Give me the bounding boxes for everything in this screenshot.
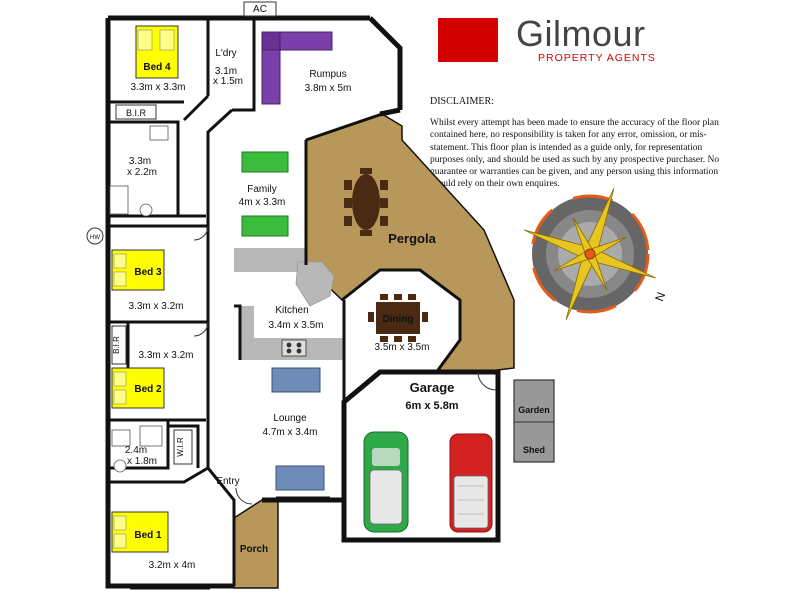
outer-wall-bed1: [105, 468, 234, 589]
car-green: [363, 431, 409, 533]
door-bed2: [193, 321, 209, 337]
rumpus-name: Rumpus: [309, 69, 346, 80]
family-bench: [234, 248, 306, 272]
garage-name: Garage: [410, 380, 455, 395]
outer-wall-rumpus-south: [379, 107, 401, 117]
compass-icon: [524, 188, 656, 320]
wall-kitchen-north: [234, 304, 242, 360]
wall-hall-diag-2: [206, 108, 234, 226]
dining-size: 3.5m x 3.5m: [374, 342, 429, 353]
bath-fixtures: [109, 125, 169, 473]
bed3-size: 3.3m x 3.2m: [128, 301, 183, 312]
hws-label: HW: [90, 235, 100, 241]
shed-label: Shed: [523, 445, 545, 455]
garden-shed-box: [513, 379, 555, 463]
hws-unit: [86, 227, 104, 245]
brand-subtitle: PROPERTY AGENTS: [538, 52, 656, 64]
family-name: Family: [247, 184, 276, 195]
bed-1: [111, 511, 169, 553]
car-red: [449, 433, 493, 533]
disclaimer-title: DISCLAIMER:: [430, 96, 494, 107]
wall-bed1-north: [108, 466, 209, 484]
wall-rumpus-diag: [305, 112, 383, 142]
wall-ensuite: [108, 420, 170, 470]
outer-wall-rumpus-ne: [368, 16, 403, 110]
rumpus-sofa: [261, 31, 333, 105]
bir-top-label: B.I.R: [126, 108, 147, 118]
family-size: 4m x 3.3m: [239, 197, 286, 208]
wall-laundry-east: [232, 18, 256, 112]
wall-bir-south: [108, 120, 180, 216]
bed4-name: Bed 4: [143, 62, 171, 73]
wir-label: W.I.R: [176, 437, 185, 457]
wall-dining: [341, 268, 462, 371]
entry-name: Entry: [216, 476, 239, 487]
ensuite-size-w: 2.4m: [125, 445, 147, 456]
lounge-size: 4.7m x 3.4m: [262, 427, 317, 438]
wall-wir: [168, 424, 200, 468]
garage-size: 6m x 5.8m: [405, 400, 458, 412]
bed4-size: 3.3m x 3.3m: [130, 82, 185, 93]
garden-label: Garden: [518, 405, 550, 415]
kitchen-name: Kitchen: [275, 305, 308, 316]
bed-3: [111, 249, 165, 291]
brand-logo-block: [438, 18, 498, 62]
kitchen-bench-corner: [295, 261, 335, 307]
family-sofa-bottom: [241, 215, 289, 237]
ac-unit: [243, 1, 277, 17]
door-garage: [477, 371, 497, 391]
lounge-sofa-top: [271, 367, 321, 393]
family-sofa-top: [241, 151, 289, 173]
bed1-name: Bed 1: [134, 530, 162, 541]
rumpus-size: 3.8m x 5m: [305, 83, 352, 94]
laundry-name: L'dry: [215, 48, 236, 59]
brand-name: Gilmour: [516, 13, 646, 54]
bed2-name: Bed 2: [134, 384, 162, 395]
door-entry: [235, 487, 253, 505]
porch-name: Porch: [240, 544, 268, 555]
kitchen-size: 3.4m x 3.5m: [268, 320, 323, 331]
bed1-size: 3.2m x 4m: [149, 560, 196, 571]
laundry-size-w: 3.1m: [215, 66, 237, 77]
stove: [281, 339, 307, 357]
compass-north-label: N: [652, 290, 668, 303]
pergola-name: Pergola: [388, 231, 436, 246]
lounge-name: Lounge: [273, 413, 307, 424]
outer-wall-garage: [341, 369, 501, 543]
pergola-table: [344, 168, 388, 236]
bed2-size: 3.3m x 3.2m: [138, 350, 193, 361]
bir-mid-label: B.I.R: [112, 336, 121, 354]
disclaimer-body: Whilst every attempt has been made to en…: [430, 118, 720, 190]
dining-table: [368, 294, 428, 342]
bed3-name: Bed 3: [134, 267, 162, 278]
door-bed3: [193, 225, 209, 241]
bed-4: [135, 25, 179, 79]
wall-hall-diag: [182, 94, 210, 122]
lounge-sofa-bottom: [275, 465, 325, 491]
bath-size-w: 3.3m: [129, 156, 151, 167]
bed-2: [111, 367, 165, 409]
wall-entry: [206, 467, 236, 586]
laundry-size-h: x 1.5m: [213, 76, 243, 87]
dining-name: Dining: [382, 314, 413, 325]
ac-label: AC: [253, 4, 267, 15]
ensuite-size-h: x 1.8m: [127, 456, 157, 467]
bath-size-h: x 2.2m: [127, 167, 157, 178]
